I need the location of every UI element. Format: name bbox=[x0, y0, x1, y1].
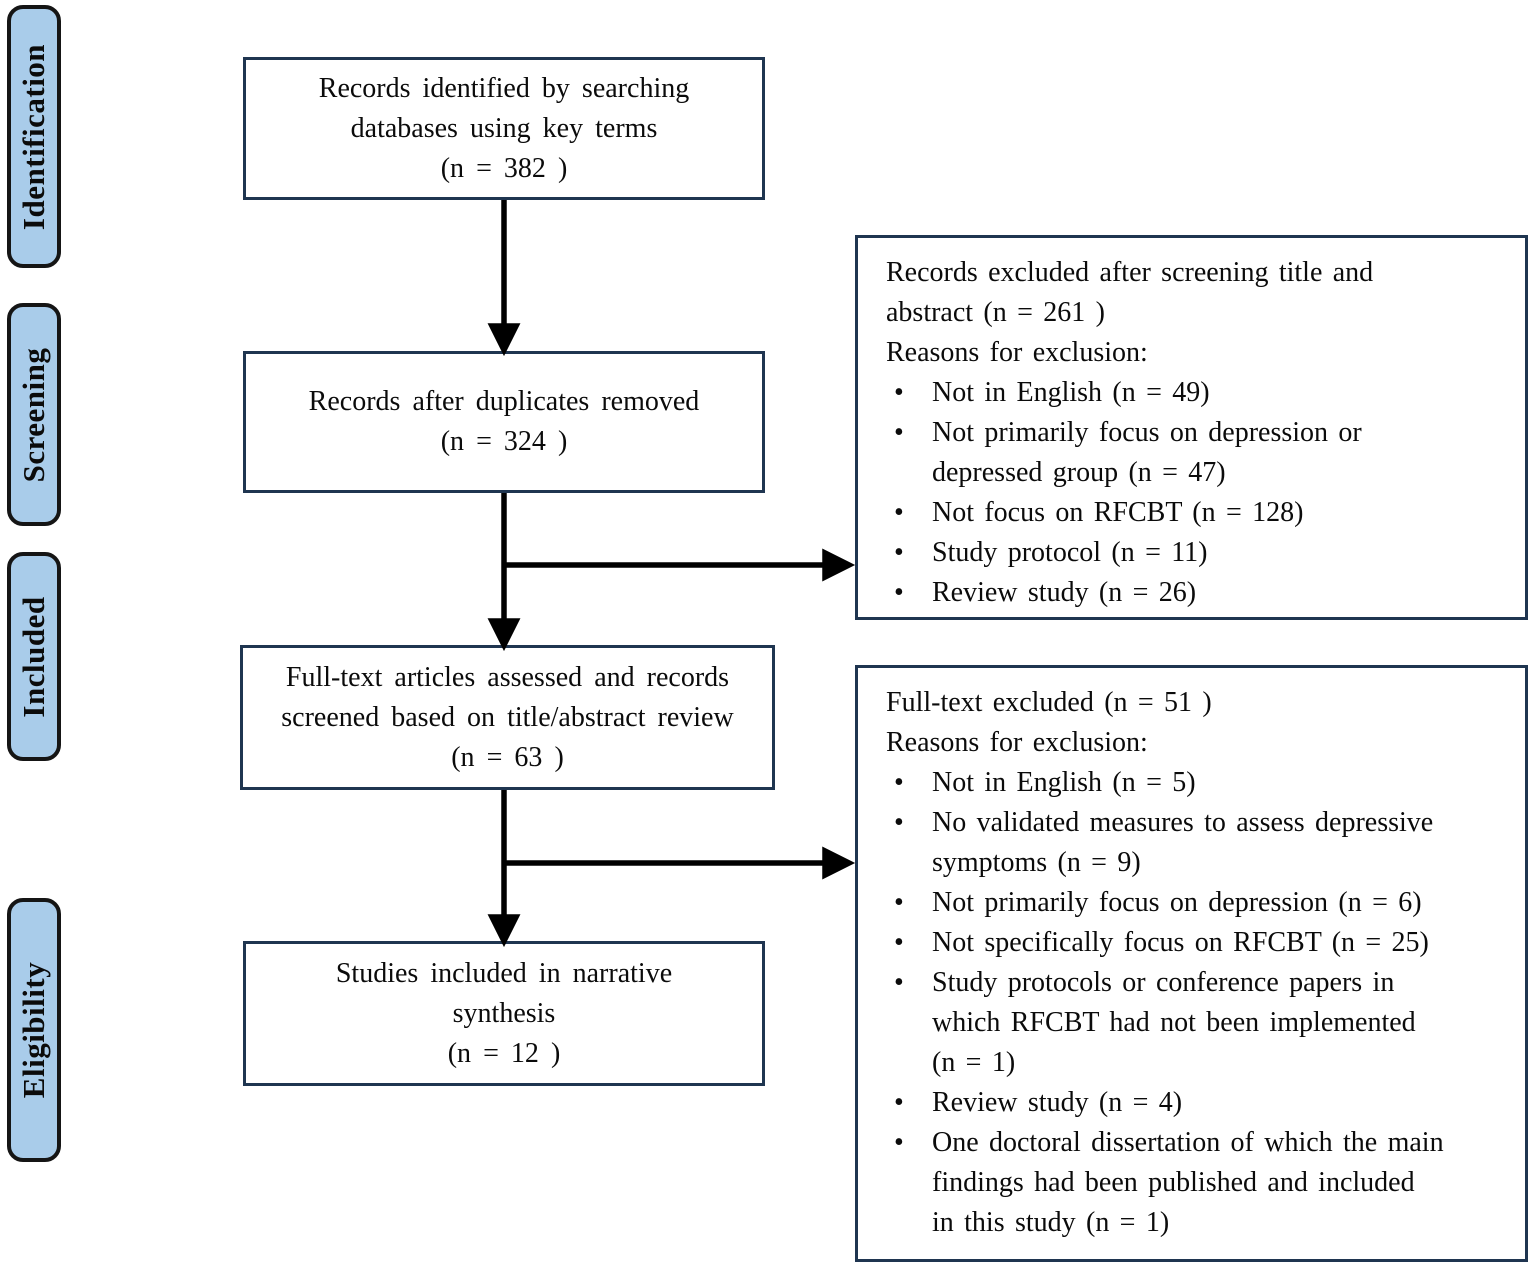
exclusion-reason: • Review study (n = 4) bbox=[886, 1083, 1507, 1123]
box-count: (n = 324 ) bbox=[440, 426, 568, 457]
arrowhead-down-icon bbox=[487, 618, 521, 652]
bullet-marker: • bbox=[894, 1087, 904, 1118]
box-excluded-screening: Records excluded after screening title a… bbox=[855, 235, 1528, 620]
bullet-marker: • bbox=[894, 377, 904, 408]
exclusion-reason: • Not specifically focus on RFCBT (n = 2… bbox=[886, 923, 1507, 963]
bullet-marker: • bbox=[894, 417, 904, 448]
stage-identification-label: Identification bbox=[16, 43, 51, 230]
box-records-deduplicated: Records after duplicates removed (n = 32… bbox=[243, 351, 765, 493]
bullet-marker: • bbox=[894, 967, 904, 998]
stage-included: Included bbox=[7, 552, 61, 761]
exclusion-reason: • Study protocols or conference papers i… bbox=[886, 963, 1507, 1083]
bullet-marker: • bbox=[894, 767, 904, 798]
bullet-marker: • bbox=[894, 887, 904, 918]
box-text-line: Records after duplicates removed bbox=[308, 386, 700, 417]
exclusion-reason: • Not focus on RFCBT (n = 128) bbox=[886, 493, 1507, 533]
exclusion-reason: • Not primarily focus on depression or d… bbox=[886, 413, 1507, 493]
stage-identification: Identification bbox=[7, 5, 61, 268]
exclusion-title: Full-text excluded (n = 51 ) bbox=[886, 687, 1212, 718]
box-text-line: Studies included in narrative bbox=[335, 957, 673, 989]
stage-eligibility: Eligibility bbox=[7, 898, 61, 1162]
exclusion-reason: • One doctoral dissertation of which the… bbox=[886, 1123, 1507, 1243]
reasons-label: Reasons for exclusion: bbox=[886, 727, 1148, 758]
exclusion-reason: • Not primarily focus on depression (n =… bbox=[886, 883, 1507, 923]
box-count: (n = 12 ) bbox=[447, 1037, 561, 1069]
exclusion-reason: • No validated measures to assess depres… bbox=[886, 803, 1507, 883]
box-count: (n = 382 ) bbox=[440, 152, 568, 184]
exclusion-reason: • Not in English (n = 5) bbox=[886, 763, 1507, 803]
bullet-marker: • bbox=[894, 927, 904, 958]
box-excluded-fulltext: Full-text excluded (n = 51 ) Reasons for… bbox=[855, 665, 1528, 1262]
arrowhead-down-icon bbox=[487, 914, 521, 948]
exclusion-reason: • Not in English (n = 49) bbox=[886, 373, 1507, 413]
bullet-marker: • bbox=[894, 1127, 904, 1158]
box-text-line: screened based on title/abstract review bbox=[281, 701, 734, 733]
stage-included-label: Included bbox=[16, 595, 51, 718]
box-text-line: databases using key terms bbox=[350, 112, 658, 144]
box-text-line: Full-text articles assessed and records bbox=[285, 661, 730, 693]
box-studies-included: Studies included in narrative synthesis … bbox=[243, 941, 765, 1086]
arrowhead-down-icon bbox=[487, 323, 521, 357]
bullet-marker: • bbox=[894, 497, 904, 528]
box-records-identified: Records identified by searching database… bbox=[243, 57, 765, 200]
stage-screening-label: Screening bbox=[16, 347, 51, 482]
exclusion-reason-list: • Not in English (n = 5) • No validated … bbox=[886, 763, 1507, 1243]
stage-screening: Screening bbox=[7, 303, 61, 526]
exclusion-title: Records excluded after screening title a… bbox=[886, 257, 1374, 328]
arrowhead-right-icon bbox=[822, 846, 856, 880]
box-text-line: Records identified by searching bbox=[318, 72, 690, 104]
stage-eligibility-label: Eligibility bbox=[16, 961, 51, 1099]
box-fulltext-assessed: Full-text articles assessed and records … bbox=[240, 645, 775, 790]
exclusion-reason-list: • Not in English (n = 49) • Not primaril… bbox=[886, 373, 1507, 613]
box-text-line: synthesis bbox=[452, 997, 556, 1029]
bullet-marker: • bbox=[894, 577, 904, 608]
bullet-marker: • bbox=[894, 537, 904, 568]
exclusion-reason: • Review study (n = 26) bbox=[886, 573, 1507, 613]
box-count: (n = 63 ) bbox=[451, 741, 564, 773]
arrowhead-right-icon bbox=[822, 548, 856, 582]
exclusion-reason: • Study protocol (n = 11) bbox=[886, 533, 1507, 573]
reasons-label: Reasons for exclusion: bbox=[886, 337, 1148, 368]
bullet-marker: • bbox=[894, 807, 904, 838]
